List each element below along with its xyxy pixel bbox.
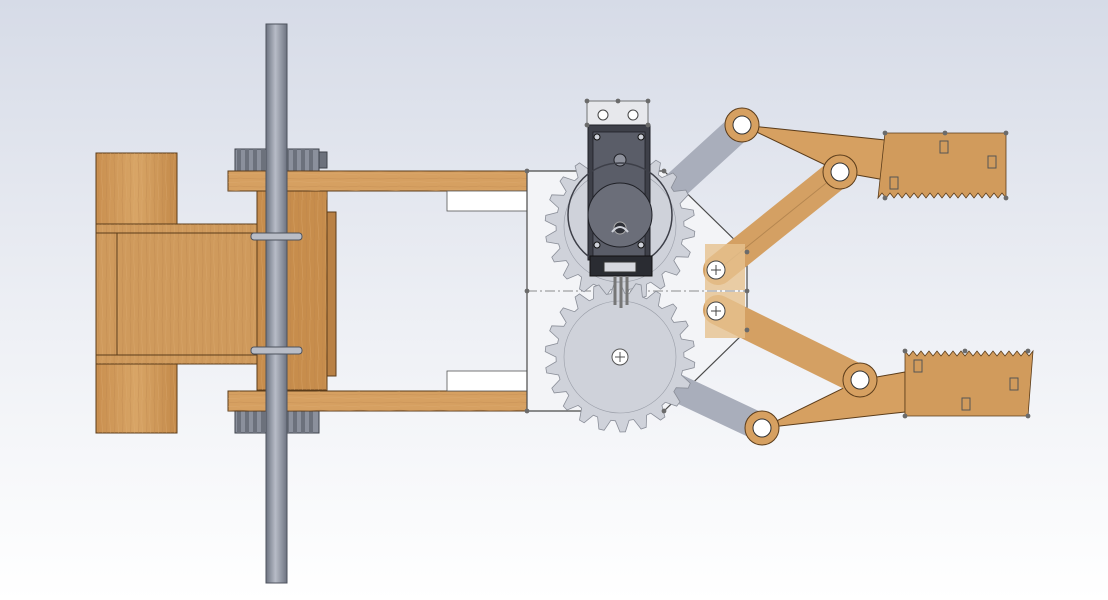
collar-ridge [293,411,297,433]
collar-ridge [245,411,249,433]
sketch-point [962,348,968,354]
sketch-point [882,130,888,136]
servo-connector [603,261,637,273]
top-collar-screw [318,151,328,169]
upper-spacer [446,190,528,212]
upper-beam-grain [228,171,530,191]
servo-indicator [613,153,627,167]
sketch-point [1003,130,1009,136]
base-post-cap [326,211,337,377]
collar-ridge [237,149,241,171]
lower-spacer [446,370,528,392]
pad-screw [889,176,899,190]
upper-elbow-hole [830,162,850,182]
collar-ridge [253,149,257,171]
pad-screw [939,140,949,154]
sketch-point [744,288,750,294]
servo-horn [587,182,653,248]
collar-ridge [245,149,249,171]
lower-elbow-hole [850,370,870,390]
collar-ridge [309,149,313,171]
shaft-bushing-top [250,232,303,241]
sketch-point [661,168,667,174]
sketch-point [645,98,651,104]
servo-top-screw-right [627,109,639,121]
sketch-point [1025,348,1031,354]
lower-beam-grain [228,391,530,411]
vertical-shaft [265,23,288,584]
servo-screw-b [637,133,645,141]
collar-ridge [293,149,297,171]
servo-screw-c [593,241,601,249]
servo-screw-a [593,133,601,141]
sketch-point [882,195,888,201]
lower-gear-pin-mark [711,306,721,316]
sketch-point [645,122,651,128]
sketch-point [524,288,530,294]
pad-screw [987,155,997,169]
servo-top-screw-left [597,109,609,121]
upper-finger-linkage [703,107,1007,290]
sketch-point [615,98,621,104]
upper-finger-pad [877,132,1007,200]
servo-top-bracket [586,100,649,126]
upper-gear-pin-mark [711,265,721,275]
sketch-point [744,327,750,333]
sketch-point [942,130,948,136]
sketch-point [1003,195,1009,201]
servo-logo-mark [611,226,629,233]
servo-motor [567,100,673,308]
sketch-point [524,168,530,174]
sketch-point [524,408,530,414]
collar-ridge [301,149,305,171]
collar-ridge [261,149,265,171]
lower-gear-center-mark [615,352,625,362]
servo-wires [613,276,629,308]
collar-ridge [253,411,257,433]
sketch-point [744,249,750,255]
base-assembly [95,23,531,584]
pad-screw [913,359,923,373]
collar-ridge [261,411,265,433]
lower-finger-linkage [703,292,1034,446]
lower-pivot-hole [752,418,772,438]
upper-pivot-hole [732,115,752,135]
sketch-point [661,408,667,414]
sketch-point [584,122,590,128]
sketch-point [1025,413,1031,419]
shaft-bushing-bottom [250,346,303,355]
servo-screw-d [637,241,645,249]
collar-ridge [237,411,241,433]
sketch-points [524,98,1031,419]
sketch-point [902,348,908,354]
upper-link-bar [650,114,752,211]
lower-gear [544,281,696,433]
pad-screw [1009,377,1019,391]
sketch-point [902,413,908,419]
pad-screw [961,397,971,411]
lower-finger-pad [904,349,1034,417]
sketch-point [584,98,590,104]
collar-ridge [309,411,313,433]
collar-ridge [301,411,305,433]
